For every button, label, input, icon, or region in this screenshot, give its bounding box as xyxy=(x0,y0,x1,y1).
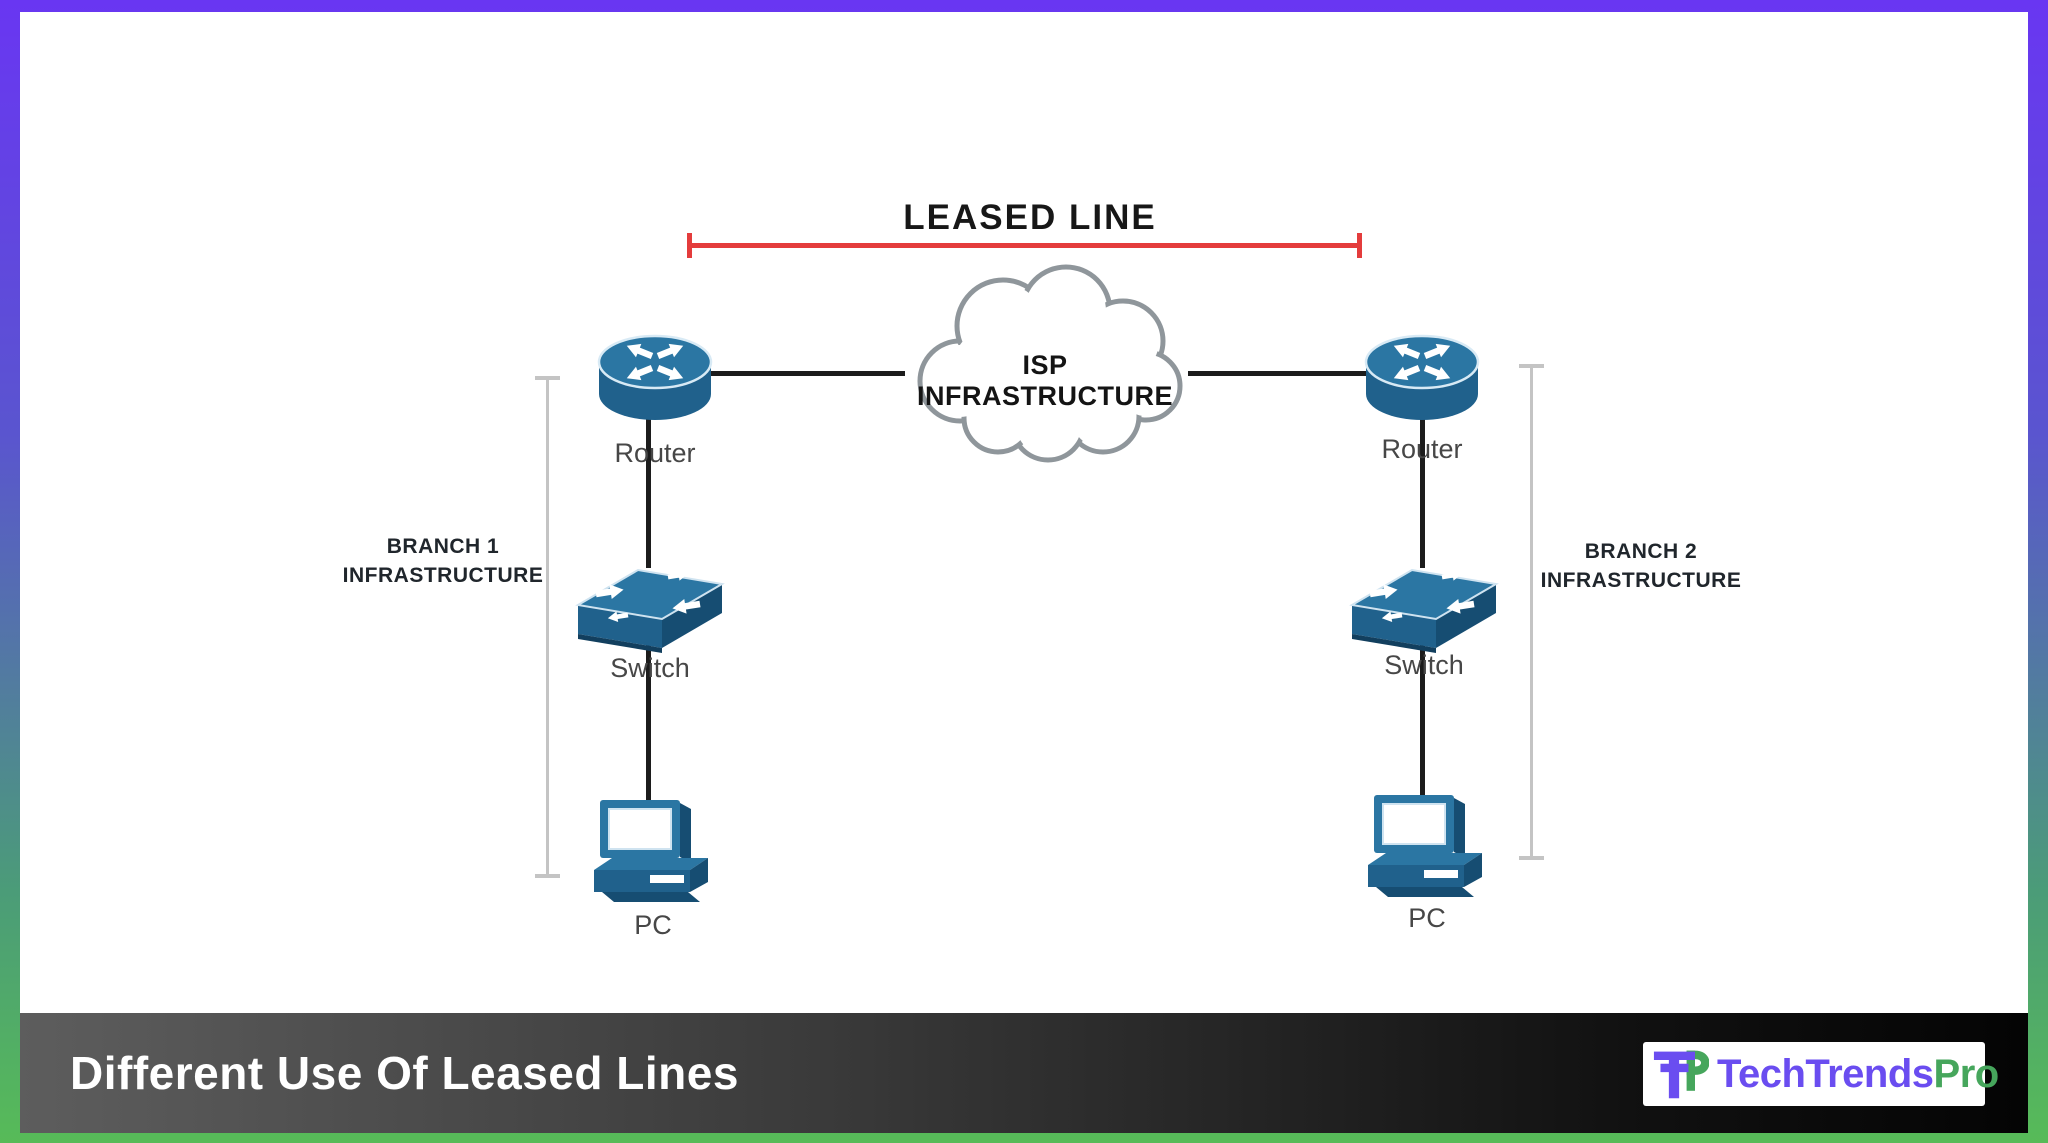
branch2-label-line2: INFRASTRUCTURE xyxy=(1540,569,1742,592)
leased-line-left-cap xyxy=(687,233,692,258)
isp-cloud-icon xyxy=(917,264,1183,463)
branch1-bracket-top-cap xyxy=(535,376,560,380)
footer-bar: Different Use Of Leased Lines xyxy=(20,1013,2028,1133)
branch2-label-line1: BRANCH 2 xyxy=(1584,540,1698,563)
diagram-canvas: LEASED LINE xyxy=(20,12,2028,1133)
branch1-bracket xyxy=(546,378,549,876)
pc-icon xyxy=(593,799,709,903)
logo-text-primary: TechTrends xyxy=(1717,1051,1934,1096)
link-switch1-pc1 xyxy=(646,640,651,808)
switch-icon xyxy=(570,560,730,655)
techtrendspro-logo: TechTrendsPro xyxy=(1643,1042,1999,1106)
router1-label: Router xyxy=(614,438,696,468)
isp-cloud-label: ISP INFRASTRUCTURE xyxy=(917,350,1173,411)
router-icon xyxy=(1362,330,1482,430)
leased-line-label: LEASED LINE xyxy=(903,198,1157,237)
branch1-label-line1: BRANCH 1 xyxy=(386,535,500,558)
pc-icon xyxy=(1367,794,1483,898)
router-icon xyxy=(595,330,715,430)
leased-line-measure xyxy=(690,243,1362,248)
link-cloud-router2 xyxy=(1188,371,1366,376)
pc2-label: PC xyxy=(1408,903,1446,933)
page-title: Different Use Of Leased Lines xyxy=(70,1047,739,1099)
logo-text-secondary: Pro xyxy=(1933,1051,2000,1096)
branch2-bracket-top-cap xyxy=(1519,364,1544,368)
ttp-monogram-icon xyxy=(1653,1050,1709,1099)
branch2-label: BRANCH 2 INFRASTRUCTURE xyxy=(1516,537,1766,595)
router2-label: Router xyxy=(1381,434,1463,464)
link-switch2-pc2 xyxy=(1420,640,1425,808)
branch2-bracket xyxy=(1530,366,1533,858)
switch2-label: Switch xyxy=(1384,650,1464,680)
link-router1-switch1 xyxy=(646,418,651,568)
branch1-label-line2: INFRASTRUCTURE xyxy=(342,564,544,587)
branch1-bracket-bottom-cap xyxy=(535,874,560,878)
leased-line-right-cap xyxy=(1357,233,1362,258)
link-router2-switch2 xyxy=(1420,418,1425,568)
branch1-label: BRANCH 1 INFRASTRUCTURE xyxy=(318,532,568,590)
link-router1-cloud xyxy=(710,371,905,376)
branch2-bracket-bottom-cap xyxy=(1519,856,1544,860)
switch1-label: Switch xyxy=(610,653,690,683)
switch-icon xyxy=(1344,560,1504,655)
pc1-label: PC xyxy=(634,910,672,940)
logo-wordmark: TechTrendsPro xyxy=(1717,1052,1999,1097)
